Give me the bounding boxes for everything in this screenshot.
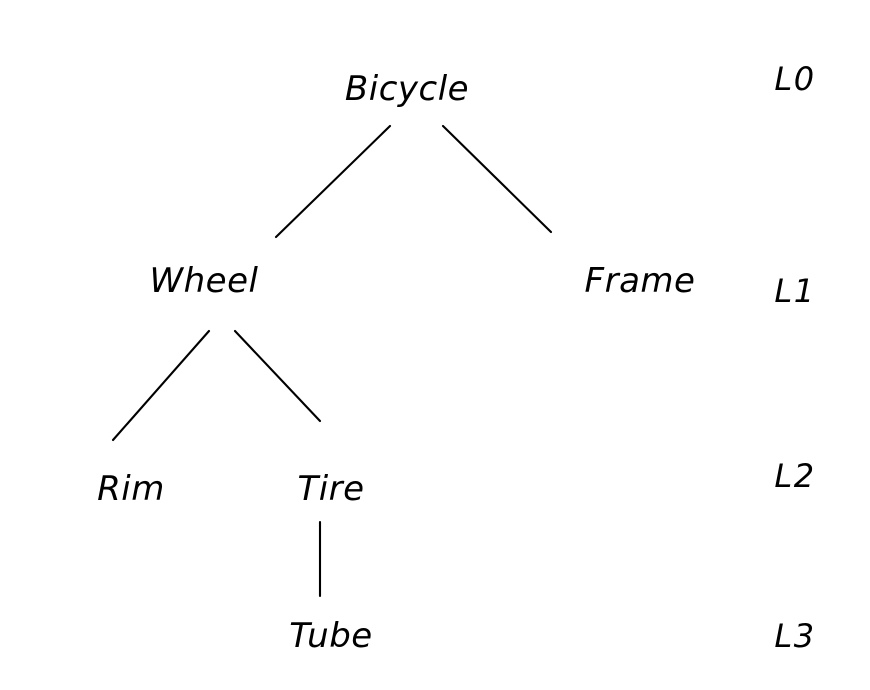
node-wheel[interactable]: Wheel (150, 261, 259, 301)
node-frame[interactable]: Frame (585, 261, 696, 301)
edge-wheel-rim (111, 329, 211, 442)
node-tube[interactable]: Tube (289, 616, 372, 656)
level-label-l0: L0 (774, 60, 815, 98)
edge-bicycle-wheel (274, 124, 392, 239)
edge-bicycle-frame (441, 124, 553, 234)
level-label-l2: L2 (774, 457, 815, 495)
edge-wheel-tire (233, 329, 322, 423)
node-group: Bicycle Wheel Frame Rim Tire Tube (97, 69, 695, 656)
node-bicycle[interactable]: Bicycle (345, 69, 469, 109)
node-rim[interactable]: Rim (97, 469, 165, 509)
level-label-l3: L3 (774, 617, 815, 655)
edge-group (111, 124, 553, 598)
level-label-group: L0 L1 L2 L3 (774, 60, 815, 655)
node-tire[interactable]: Tire (297, 469, 364, 509)
level-label-l1: L1 (774, 272, 815, 310)
